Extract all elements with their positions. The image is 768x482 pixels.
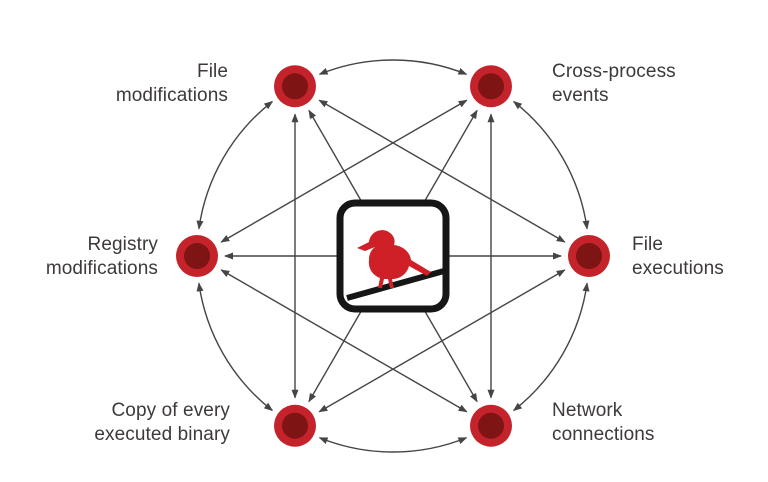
node-label-file-modifications: File modifications: [115, 61, 228, 107]
branch: [346, 268, 445, 301]
node-copy-of-every-executed-binary: [274, 404, 316, 447]
edge-file-modifications-cross-process-events: [318, 59, 468, 75]
canary-bird-icon: [357, 230, 431, 288]
node-label-network-connections: Network connections: [552, 400, 655, 446]
node-cross-process-events: [470, 65, 512, 108]
edge-copy-of-every-executed-binary-registry-modifications: [196, 282, 274, 412]
edge-network-connections-registry-modifications: [220, 269, 468, 413]
node-label-copy-of-every-executed-binary: Copy of every executed binary: [94, 400, 230, 446]
edge-cross-process-events-file-executions: [512, 100, 590, 230]
node-label-cross-process-events: Cross-process events: [552, 61, 676, 107]
node-file-executions: [568, 235, 610, 277]
node-network-connections: [470, 404, 512, 447]
node-file-modifications: [274, 65, 316, 108]
edge-network-connections-copy-of-every-executed-binary: [318, 437, 468, 453]
node-label-registry-modifications: Registry modifications: [45, 234, 158, 280]
node-label-file-executions: File executions: [632, 234, 724, 280]
edge-file-executions-network-connections: [512, 282, 590, 412]
edge-registry-modifications-file-modifications: [196, 100, 274, 230]
node-registry-modifications: [176, 235, 218, 277]
red-canary-logo: [336, 199, 450, 313]
edge-cross-process-events-registry-modifications: [220, 99, 468, 243]
